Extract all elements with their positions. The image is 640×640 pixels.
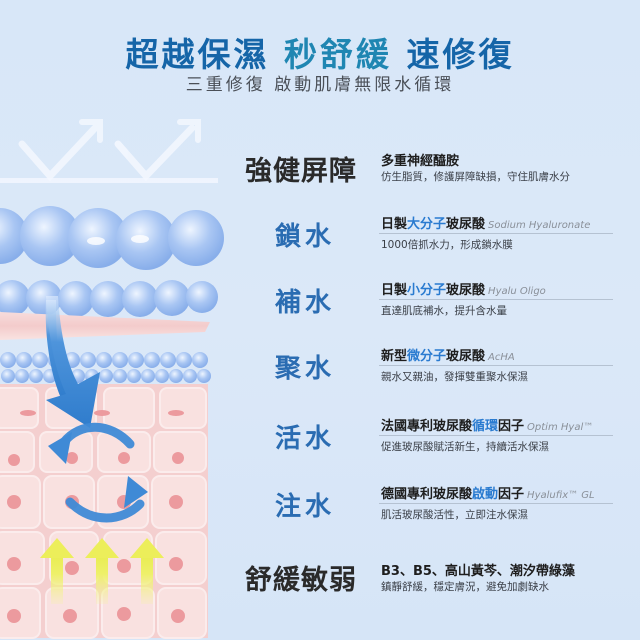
divider [379,233,613,234]
divider [379,299,613,300]
feature-title-text: 日製 [381,283,408,298]
up-arrow-icon [40,538,74,604]
feature-title-text: 因子 [498,419,525,434]
feature-title-text: 德國專利玻尿酸 [381,487,473,502]
feature-title-highlight: 循環 [472,419,499,434]
up-arrow-icon [130,538,164,604]
headline: 超越保濕 秒舒緩 速修復 [0,28,640,76]
feature-row-soothe-sensitive: 舒緩敏弱 B3、B5、高山黃芩、潮汐帶綠藻 鎮靜舒緩，穩定膚況，避免加劇缺水 [245,560,640,600]
feature-tag: 舒緩敏弱 [245,565,357,596]
feature-title: 多重神經醯胺 [381,150,459,169]
feature-title-highlight: 微分子 [407,349,447,364]
feature-tag: 鎖水 [274,222,335,252]
feature-title-english: Hyalufix™ GL [527,490,595,501]
feature-title-english: Hyalu Oligo [488,286,546,297]
feature-desc: 親水又親油，發揮雙重聚水保濕 [381,371,528,383]
feature-title-text: 日製 [381,217,408,232]
feature-title-highlight: 大分子 [407,217,447,232]
feature-tag: 聚水 [274,354,335,384]
check-arrow-icon [114,119,201,182]
divider [379,365,613,366]
feature-title-highlight: 小分子 [407,283,447,298]
feature-tag: 活水 [274,424,335,454]
feature-title-text: 新型 [381,349,408,364]
feature-desc: 促進玻尿酸賦活新生，持續活水保濕 [381,441,549,453]
feature-title-english: Optim Hyal™ [527,422,594,433]
divider [379,435,613,436]
down-arrow-icon [45,296,100,428]
feature-title-text: B3、B5、高山黃芩、潮汐帶綠藻 [381,564,575,579]
subheadline: 三重修復 啟動肌膚無限水循環 [185,75,455,95]
feature-title-english: AcHA [488,352,515,363]
feature-tag: 補水 [274,288,335,318]
feature-desc: 肌活玻尿酸活性，立即注水保濕 [381,509,528,521]
feature-desc: 仿生脂質，修護屏障缺損，守住肌膚水分 [381,171,570,183]
feature-title-english: Sodium Hyaluronate [488,220,591,231]
headline-part-3: 速修復 [406,35,515,74]
feature-desc: 直達肌底補水，提升含水量 [381,305,507,317]
feature-title-highlight: 啟動 [472,487,499,502]
feature-title-text: 玻尿酸 [446,217,486,232]
skin-layers-illustration [0,100,240,640]
feature-row-barrier: 強健屏障 多重神經醯胺 仿生脂質，修護屏障缺損，守住肌膚水分 [245,150,640,190]
feature-title-text: 因子 [498,487,525,502]
check-arrow-icon [18,119,103,182]
feature-desc: 1000倍抓水力，形成鎖水膜 [381,239,513,251]
feature-tag: 強健屏障 [245,156,357,187]
feature-desc: 鎮靜舒緩，穩定膚況，避免加劇缺水 [381,581,549,593]
up-arrow-icon [85,538,119,604]
headline-part-2: 秒舒緩 [284,35,392,74]
headline-part-1: 超越保濕 [125,35,270,74]
feature-title-text: 法國專利玻尿酸 [381,419,473,434]
feature-title-text: 多重神經醯胺 [381,154,460,169]
divider [379,503,613,504]
feature-title-text: 玻尿酸 [446,349,486,364]
feature-tag: 注水 [274,492,335,522]
feature-title: B3、B5、高山黃芩、潮汐帶綠藻 [381,560,575,579]
feature-title-text: 玻尿酸 [446,283,486,298]
